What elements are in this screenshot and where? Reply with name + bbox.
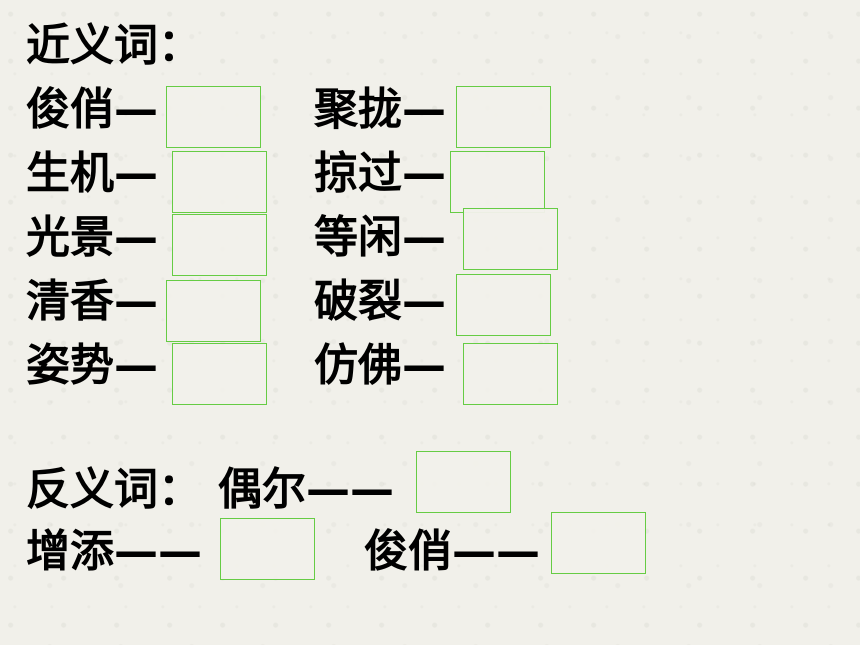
answer-box-synonym-4[interactable] — [166, 280, 261, 342]
answer-box-synonym-2[interactable] — [172, 151, 267, 213]
answer-box-synonym-9[interactable] — [456, 274, 551, 336]
synonym-left-3: 光景— — [26, 212, 158, 263]
answer-box-synonym-8[interactable] — [463, 208, 558, 270]
synonym-left-2: 生机— — [26, 148, 158, 199]
synonym-left-5: 姿势— — [26, 340, 158, 391]
answer-box-antonym-2[interactable] — [220, 518, 315, 580]
answer-box-synonym-1[interactable] — [166, 86, 261, 148]
synonym-right-2: 掠过— — [314, 148, 446, 199]
antonyms-heading: 反义词： — [26, 464, 202, 515]
answer-box-synonym-3[interactable] — [172, 214, 267, 276]
answer-box-synonym-5[interactable] — [172, 343, 267, 405]
synonym-left-4: 清香— — [26, 276, 158, 327]
answer-box-synonym-6[interactable] — [456, 86, 551, 148]
synonym-right-5: 仿佛— — [314, 340, 446, 391]
synonym-right-3: 等闲— — [314, 212, 446, 263]
synonym-right-1: 聚拢— — [314, 84, 446, 135]
synonym-right-4: 破裂— — [314, 276, 446, 327]
answer-box-antonym-1[interactable] — [416, 451, 511, 513]
synonym-left-1: 俊俏— — [26, 84, 158, 135]
synonyms-heading: 近义词： — [26, 20, 202, 71]
answer-box-synonym-10[interactable] — [463, 343, 558, 405]
answer-box-synonym-7[interactable] — [450, 151, 545, 213]
answer-box-antonym-3[interactable] — [551, 512, 646, 574]
antonym-item-3: 俊俏—— — [364, 526, 540, 577]
antonym-item-2: 增添—— — [26, 526, 202, 577]
antonym-item-1: 偶尔—— — [218, 464, 394, 515]
